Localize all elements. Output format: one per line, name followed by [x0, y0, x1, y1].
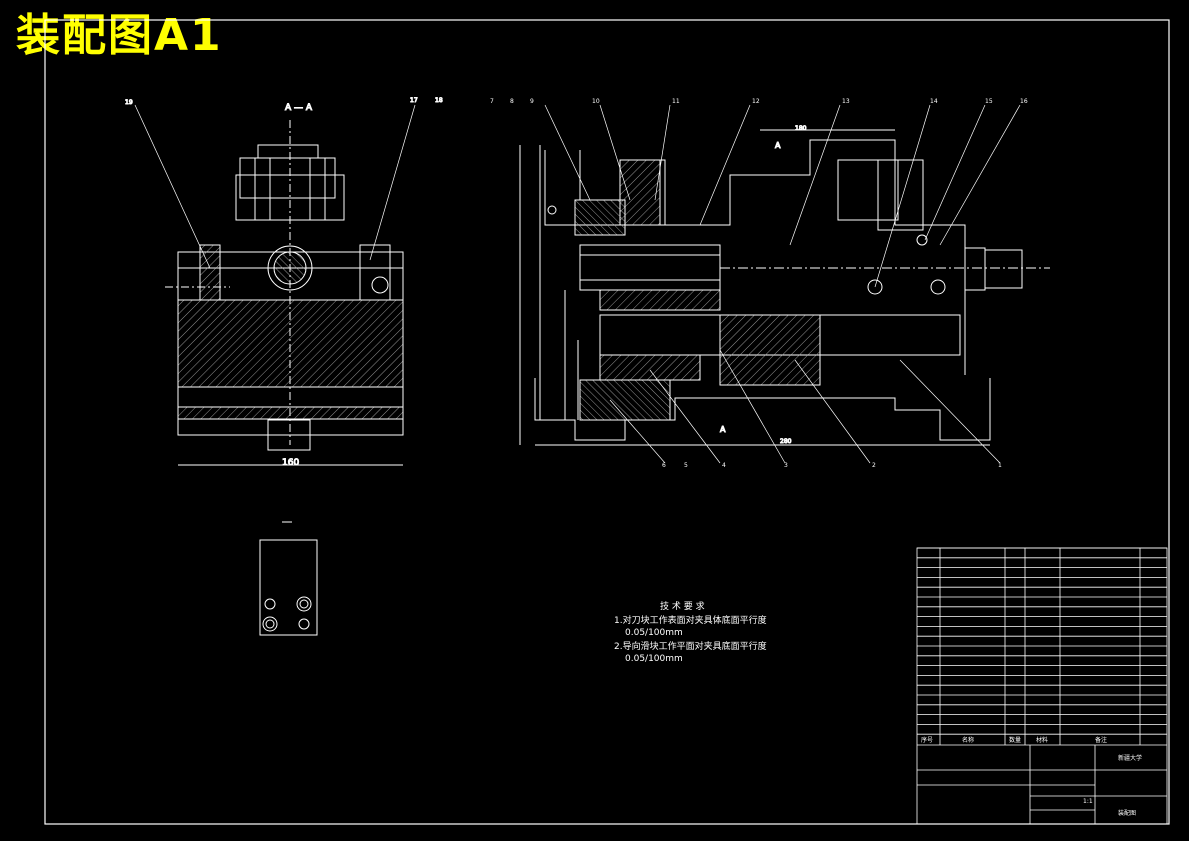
tech-heading: 技 术 要 求 [660, 600, 705, 612]
drawing-type: 装配图 [1118, 809, 1136, 817]
callout-11: 11 [672, 98, 680, 105]
col-mat: 材料 [1036, 736, 1048, 744]
callout-3: 3 [784, 462, 788, 469]
callout-14: 14 [930, 98, 938, 105]
section-view-aa: A — A [125, 97, 444, 469]
callout-7: 7 [490, 98, 494, 105]
callout-4: 4 [722, 462, 726, 469]
scale: 1:1 [1083, 798, 1093, 805]
view-label: A — A [285, 103, 313, 113]
callout-15: 15 [985, 98, 993, 105]
callout-17: 17 [410, 97, 418, 104]
callout-16: 16 [1020, 98, 1028, 105]
top-dim: 180 [795, 125, 807, 132]
col-qty: 数量 [1009, 736, 1021, 744]
detail-view [259, 521, 318, 636]
parts-list [916, 547, 1168, 825]
callout-9: 9 [530, 98, 534, 105]
bottom-dim: 280 [780, 438, 792, 445]
callout-10: 10 [592, 98, 600, 105]
callout-12: 12 [752, 98, 760, 105]
tech-line2: 2.导向滑块工作平面对夹具底面平行度 [614, 640, 767, 652]
callout-19: 19 [125, 99, 133, 106]
tech-line1b: 0.05/100mm [625, 628, 683, 638]
tech-requirements: 技 术 要 求 1.对刀块工作表面对夹具体底面平行度 0.05/100mm 2.… [614, 600, 767, 664]
callout-6: 6 [662, 462, 666, 469]
tech-line1: 1.对刀块工作表面对夹具体底面平行度 [614, 614, 767, 626]
callout-8: 8 [510, 98, 514, 105]
callout-13: 13 [842, 98, 850, 105]
section-mark-a-top: A [775, 141, 781, 150]
tech-line2b: 0.05/100mm [625, 654, 683, 664]
callout-5: 5 [684, 462, 688, 469]
sheet-border [44, 19, 1170, 825]
main-front-view: 180 280 A A [490, 98, 1050, 469]
callout-1: 1 [998, 462, 1002, 469]
width-dim: 160 [282, 458, 299, 468]
school-name: 新疆大学 [1118, 754, 1142, 762]
col-name: 名称 [962, 736, 974, 744]
callout-18: 18 [435, 97, 443, 104]
drawing-title: 装配图A1 [16, 10, 223, 61]
section-mark-a-bottom: A [720, 425, 726, 434]
callout-2: 2 [872, 462, 876, 469]
col-remark: 备注 [1095, 736, 1107, 744]
col-no: 序号 [921, 736, 933, 744]
